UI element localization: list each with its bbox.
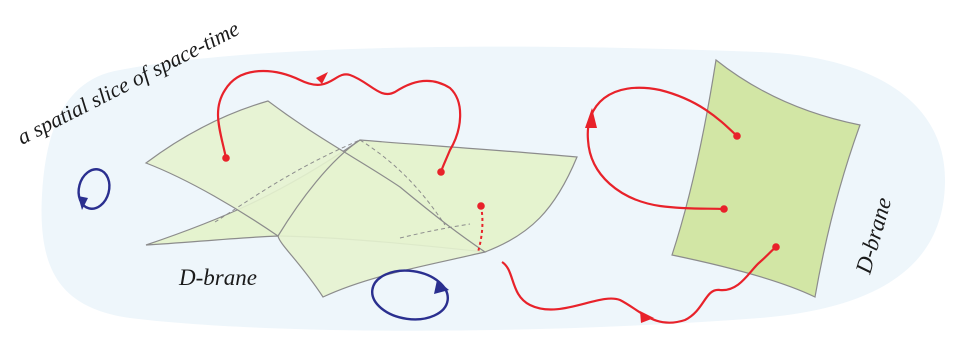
open-string-right-endpoint-a bbox=[733, 132, 741, 140]
open-string-right-endpoint-c bbox=[772, 243, 780, 251]
open-string-left-endpoint-a bbox=[222, 154, 230, 162]
open-string-left-endpoint-b bbox=[437, 168, 445, 176]
brane-left-label: D-brane bbox=[178, 265, 257, 290]
open-string-right-endpoint-b bbox=[720, 205, 728, 213]
